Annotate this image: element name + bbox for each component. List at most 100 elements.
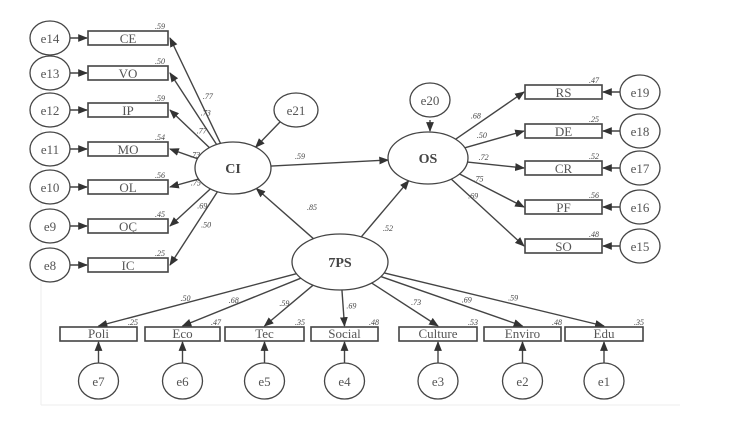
error-circle-e11 xyxy=(29,131,71,167)
ps-loading-arrow xyxy=(371,282,439,327)
ci-loading-arrow xyxy=(169,188,211,227)
error-circle-e1 xyxy=(583,362,625,400)
error-label: e9 xyxy=(44,219,56,234)
error-circle-e8 xyxy=(29,247,71,283)
r-squared-value: .47 xyxy=(211,318,222,327)
error-circle-e18 xyxy=(619,113,661,149)
indicator-label: Tec xyxy=(255,326,274,341)
error-circle-e21 xyxy=(273,92,319,128)
r-squared-value: .50 xyxy=(155,57,165,66)
os-loading-arrow xyxy=(455,91,525,140)
indicator-label: Social xyxy=(328,326,361,341)
ci-loading-arrow xyxy=(169,178,199,189)
error-label: e5 xyxy=(258,374,270,389)
indicator-box-RS xyxy=(524,84,603,100)
latent-7ps xyxy=(291,233,389,291)
ps-loading-arrow xyxy=(384,272,605,328)
indicator-label: OÇ xyxy=(119,219,137,234)
r-squared-value: .52 xyxy=(589,152,599,161)
r-squared-value: .25 xyxy=(128,318,138,327)
indicator-label: Edu xyxy=(594,326,615,341)
indicator-label: SO xyxy=(555,239,572,254)
error-label: e20 xyxy=(421,93,440,108)
error-label: e16 xyxy=(631,200,650,215)
error-circle-e2 xyxy=(501,362,544,400)
loading-value: .59 xyxy=(508,294,518,303)
r-squared-value: .59 xyxy=(155,22,165,31)
r-squared-value: .35 xyxy=(634,318,644,327)
error-label: e17 xyxy=(631,161,650,176)
loading-value: .50 xyxy=(181,294,191,303)
error-circle-e3 xyxy=(417,362,459,400)
error-circle-e4 xyxy=(323,362,366,400)
error-label: e13 xyxy=(41,66,60,81)
r-squared-value: .56 xyxy=(589,191,599,200)
error-circle-e19 xyxy=(619,74,661,110)
error-label: e8 xyxy=(44,258,56,273)
indicator-box-PF xyxy=(524,199,603,215)
r-squared-value: .45 xyxy=(155,210,165,219)
error-label: e7 xyxy=(92,374,105,389)
r-squared-value: .54 xyxy=(155,133,165,142)
indicator-label: MO xyxy=(118,142,139,157)
error-label: e15 xyxy=(631,239,650,254)
indicator-label: CR xyxy=(555,161,573,176)
loading-value: .69 xyxy=(346,301,356,310)
indicator-label: Eco xyxy=(172,326,192,341)
error-label: e10 xyxy=(41,180,60,195)
loading-value: .73 xyxy=(201,108,211,117)
loading-value: .75 xyxy=(473,175,483,184)
indicator-label: Culture xyxy=(419,326,458,341)
r-squared-value: .59 xyxy=(155,94,165,103)
loading-value: .73 xyxy=(190,150,200,159)
error-label: e3 xyxy=(432,374,444,389)
error-circle-e9 xyxy=(29,208,71,244)
os-loading-arrow xyxy=(459,173,525,208)
error-circle-e12 xyxy=(29,92,71,128)
error-circle-e6 xyxy=(161,362,204,400)
indicator-box-SO xyxy=(524,238,603,254)
indicator-box-Culture xyxy=(398,326,478,342)
ci-loading-arrow xyxy=(169,37,222,144)
latent-ci xyxy=(194,141,272,195)
r-squared-value: .53 xyxy=(468,318,478,327)
ps-loading-arrow xyxy=(339,289,348,327)
path-7ps-os xyxy=(360,180,410,238)
loading-value: .69 xyxy=(468,192,478,201)
indicator-label: IP xyxy=(122,103,134,118)
error-circle-e17 xyxy=(619,150,661,186)
error-circle-e15 xyxy=(619,228,661,264)
indicator-label: DE xyxy=(555,124,572,139)
residual-arrow-ci xyxy=(254,121,281,148)
error-circle-e13 xyxy=(29,55,71,91)
indicator-label: Poli xyxy=(88,326,109,341)
path-7ps-ci xyxy=(255,187,314,240)
indicator-box-IC xyxy=(87,257,169,273)
path-ci-os xyxy=(270,156,390,167)
error-label: e4 xyxy=(338,374,351,389)
path-coef-7ps-ci: .85 xyxy=(307,203,317,212)
indicator-box-Poli xyxy=(59,326,138,342)
ci-loading-arrow xyxy=(169,191,219,266)
loading-value: .69 xyxy=(462,295,472,304)
error-label: e14 xyxy=(41,31,60,46)
latent-label-7ps: 7PS xyxy=(328,256,352,271)
error-circle-e20 xyxy=(409,82,451,118)
r-squared-value: .48 xyxy=(589,230,599,239)
indicator-label: Enviro xyxy=(505,326,540,341)
loading-value: .73 xyxy=(411,298,421,307)
error-label: e2 xyxy=(516,374,528,389)
indicator-box-Social xyxy=(310,326,379,342)
indicator-label: VO xyxy=(119,66,138,81)
r-squared-value: .25 xyxy=(155,249,165,258)
error-label: e21 xyxy=(287,103,306,118)
r-squared-value: .35 xyxy=(295,318,305,327)
latent-label-ci: CI xyxy=(225,162,241,177)
os-loading-arrow xyxy=(464,129,525,149)
indicator-box-CR xyxy=(524,160,603,176)
r-squared-value: .48 xyxy=(552,318,562,327)
indicator-box-IP xyxy=(87,102,169,118)
indicator-label: IC xyxy=(122,258,135,273)
